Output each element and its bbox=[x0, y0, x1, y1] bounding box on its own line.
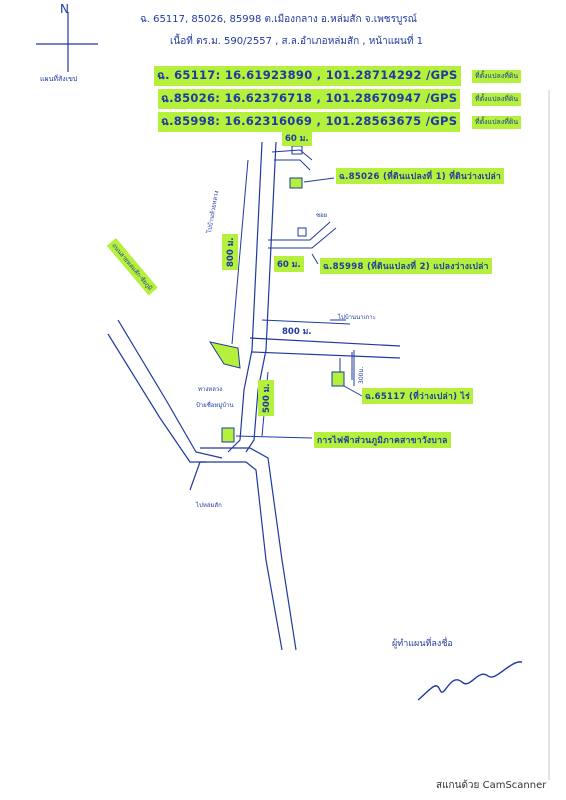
leader-lines bbox=[235, 177, 363, 439]
header-line-2: เนื้อที่ ตร.ม. 590/2557 , ส.ล.อำเภอหล่มส… bbox=[170, 36, 424, 47]
coord-85026: ฉ.85026: 16.62376718 , 101.28670947 /GPS bbox=[158, 89, 461, 109]
distance-60-mid: 60 ม. bbox=[274, 256, 304, 272]
road-label-bottom: ไปหล่มสัก bbox=[196, 502, 222, 509]
distance-800-horizontal: 800 ม. bbox=[282, 327, 312, 337]
distance-60-top: 60 ม. bbox=[282, 130, 312, 146]
compass-caption: แผนที่สังเขป bbox=[40, 75, 78, 83]
coord-65117: ฉ. 65117: 16.61923890 , 101.28714292 /GP… bbox=[154, 66, 461, 86]
road-label-small: ซอย bbox=[316, 212, 328, 219]
branch-road-east bbox=[249, 337, 401, 359]
village-sign-label: ป้ายชื่อหมู่บ้าน bbox=[196, 402, 234, 409]
distance-300-small: 300ม. bbox=[358, 366, 365, 384]
north-arrow-icon bbox=[36, 12, 98, 72]
parcel-label-85026: ฉ.85026 (ที่ดินแปลงที่ 1) ที่ดินว่างเปล่… bbox=[336, 168, 505, 184]
signature-image bbox=[417, 661, 523, 701]
green-zone-junction bbox=[208, 341, 241, 369]
landmark-label: การไฟฟ้าส่วนภูมิภาคสาขาวังบาล bbox=[314, 432, 451, 448]
coord-note-2: ที่ตั้งแปลงที่ดิน bbox=[472, 93, 522, 106]
distance-500-vertical: 500 ม. bbox=[258, 380, 274, 416]
spur-road-85998 bbox=[268, 221, 337, 249]
road-label-east-branch: ไปบ้านนาเกาะ bbox=[338, 314, 376, 321]
coord-note-3: ที่ตั้งแปลงที่ดิน bbox=[472, 116, 522, 129]
coord-85998: ฉ.85998: 16.62316069 , 101.28563675 /GPS bbox=[158, 112, 461, 132]
parcel-label-65117: ฉ.65117 (ที่ว่างเปล่า) ไร่ bbox=[362, 388, 474, 404]
parcel-65117-marker bbox=[331, 352, 353, 387]
spur-road-85026 bbox=[271, 145, 313, 189]
diagonal-road bbox=[107, 319, 223, 463]
signature-note: ผู้ทำแผนที่ลงชื่อ bbox=[392, 639, 453, 649]
parcel-label-85998: ฉ.85998 (ที่ดินแปลงที่ 2) แปลงว่างเปล่า bbox=[320, 258, 492, 274]
coord-note-1: ที่ตั้งแปลงที่ดิน bbox=[472, 70, 522, 83]
landmark-marker bbox=[221, 427, 235, 443]
distance-arrows bbox=[231, 159, 355, 437]
scanner-footer: สแกนด้วย CamScanner bbox=[436, 780, 547, 791]
north-label: N bbox=[60, 2, 69, 16]
distance-800-vertical: 800 ม. bbox=[222, 234, 238, 270]
header-line-1: ฉ. 65117, 85026, 85998 ต.เมืองกลาง อ.หล่… bbox=[140, 14, 417, 25]
lower-roads bbox=[189, 447, 297, 651]
road-label-left-area: ทางหลวง bbox=[198, 386, 223, 393]
